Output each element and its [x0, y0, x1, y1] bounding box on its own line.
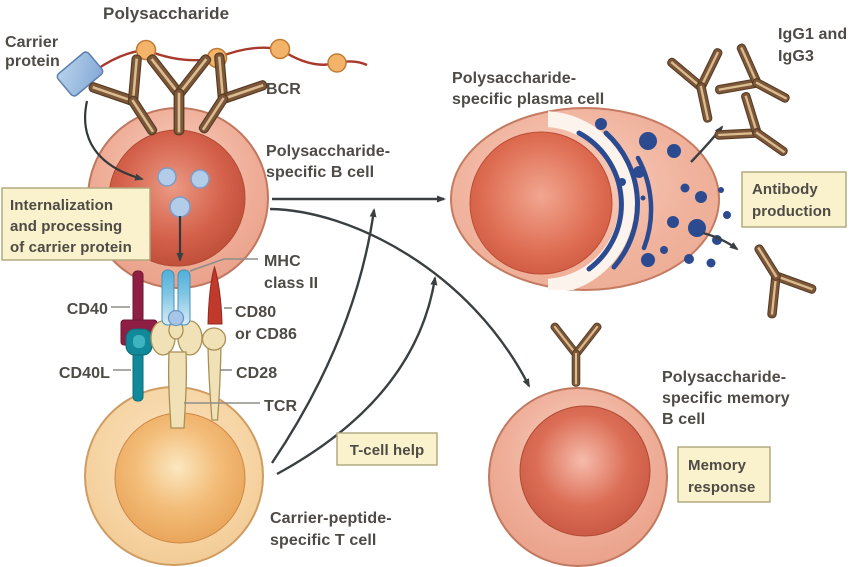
label-plasma-cell: Polysaccharide- — [452, 70, 576, 87]
cd28-receptor — [201, 327, 227, 421]
polysaccharide-beads — [135, 38, 347, 73]
cd40l-ligand — [125, 328, 153, 402]
arrow-internalization — [84, 100, 144, 181]
mhc-class-ii-molecule — [161, 269, 191, 327]
label-b-cell: Polysaccharide- — [266, 143, 390, 160]
callout-memory-response-text: response — [688, 479, 756, 496]
callout-t-cell-help-text: T-cell help — [350, 442, 424, 459]
secreted-antibody-icon — [731, 229, 821, 323]
arrow-bcell-to-memory — [269, 207, 531, 388]
label-memory-b-cell: B cell — [662, 411, 705, 428]
label-plasma-cell: specific plasma cell — [452, 91, 604, 108]
antigen-vesicle — [190, 169, 210, 189]
label-cd80-cd86: or CD86 — [235, 326, 297, 343]
callout-internalization-text: of carrier protein — [10, 239, 132, 256]
cd80-cd86-ligand — [207, 265, 223, 325]
memory-b-cell — [488, 387, 668, 567]
label-cd28: CD28 — [236, 365, 277, 382]
label-igg: IgG1 and — [778, 26, 847, 43]
memory-b-cell-nucleus — [519, 405, 651, 537]
label-memory-b-cell: Polysaccharide- — [662, 369, 786, 386]
label-cd40l: CD40L — [59, 365, 110, 382]
label-t-cell: specific T cell — [270, 532, 376, 549]
carrier-peptide — [167, 309, 185, 327]
plasma-cell — [450, 107, 731, 291]
callout-antibody-production-text: production — [752, 203, 831, 220]
arrow-tcell-help-1 — [271, 208, 377, 464]
carrier-protein-shape — [56, 51, 104, 97]
callout-antibody-production-text: Antibody — [752, 181, 818, 198]
callout-memory-response-text: Memory — [688, 457, 747, 474]
callout-internalization-text: Internalization — [10, 197, 113, 214]
arrow-plasma-secrete-up — [690, 125, 724, 163]
callout-internalization: Internalization and processing of carrie… — [1, 187, 151, 261]
memory-bcr-antibody — [549, 321, 603, 387]
callout-t-cell-help: T-cell help — [336, 432, 438, 466]
label-tcr: TCR — [264, 398, 298, 415]
label-cd80-cd86: CD80 — [235, 304, 276, 321]
antigen-vesicle — [157, 167, 177, 187]
label-bcr: BCR — [266, 81, 301, 98]
endoplasmic-reticulum — [576, 130, 654, 272]
label-mhc-class-ii: MHC — [264, 253, 301, 270]
label-carrier-protein: protein — [5, 53, 60, 70]
label-b-cell: specific B cell — [266, 164, 374, 181]
arrow-plasma-secrete-down — [702, 231, 739, 251]
connector-mhc — [189, 258, 258, 272]
label-mhc-class-ii: class II — [264, 275, 318, 292]
callout-memory-response: Memory response — [677, 446, 771, 503]
label-memory-b-cell: specific memory — [662, 390, 790, 407]
plasma-cell-nucleus — [469, 131, 613, 275]
secreted-antibody-icon — [710, 88, 804, 178]
callout-internalization-text: and processing — [10, 218, 122, 235]
label-carrier-protein: Carrier — [5, 34, 58, 51]
t-cell-nucleus — [114, 412, 246, 544]
arrow-tcell-help-2 — [276, 276, 438, 476]
label-igg: IgG3 — [778, 48, 814, 65]
label-cd40: CD40 — [67, 301, 108, 318]
label-polysaccharide: Polysaccharide — [103, 4, 229, 23]
antigen-vesicle — [169, 196, 191, 218]
callout-antibody-production: Antibody production — [741, 171, 847, 228]
label-t-cell: Carrier-peptide- — [270, 510, 392, 527]
